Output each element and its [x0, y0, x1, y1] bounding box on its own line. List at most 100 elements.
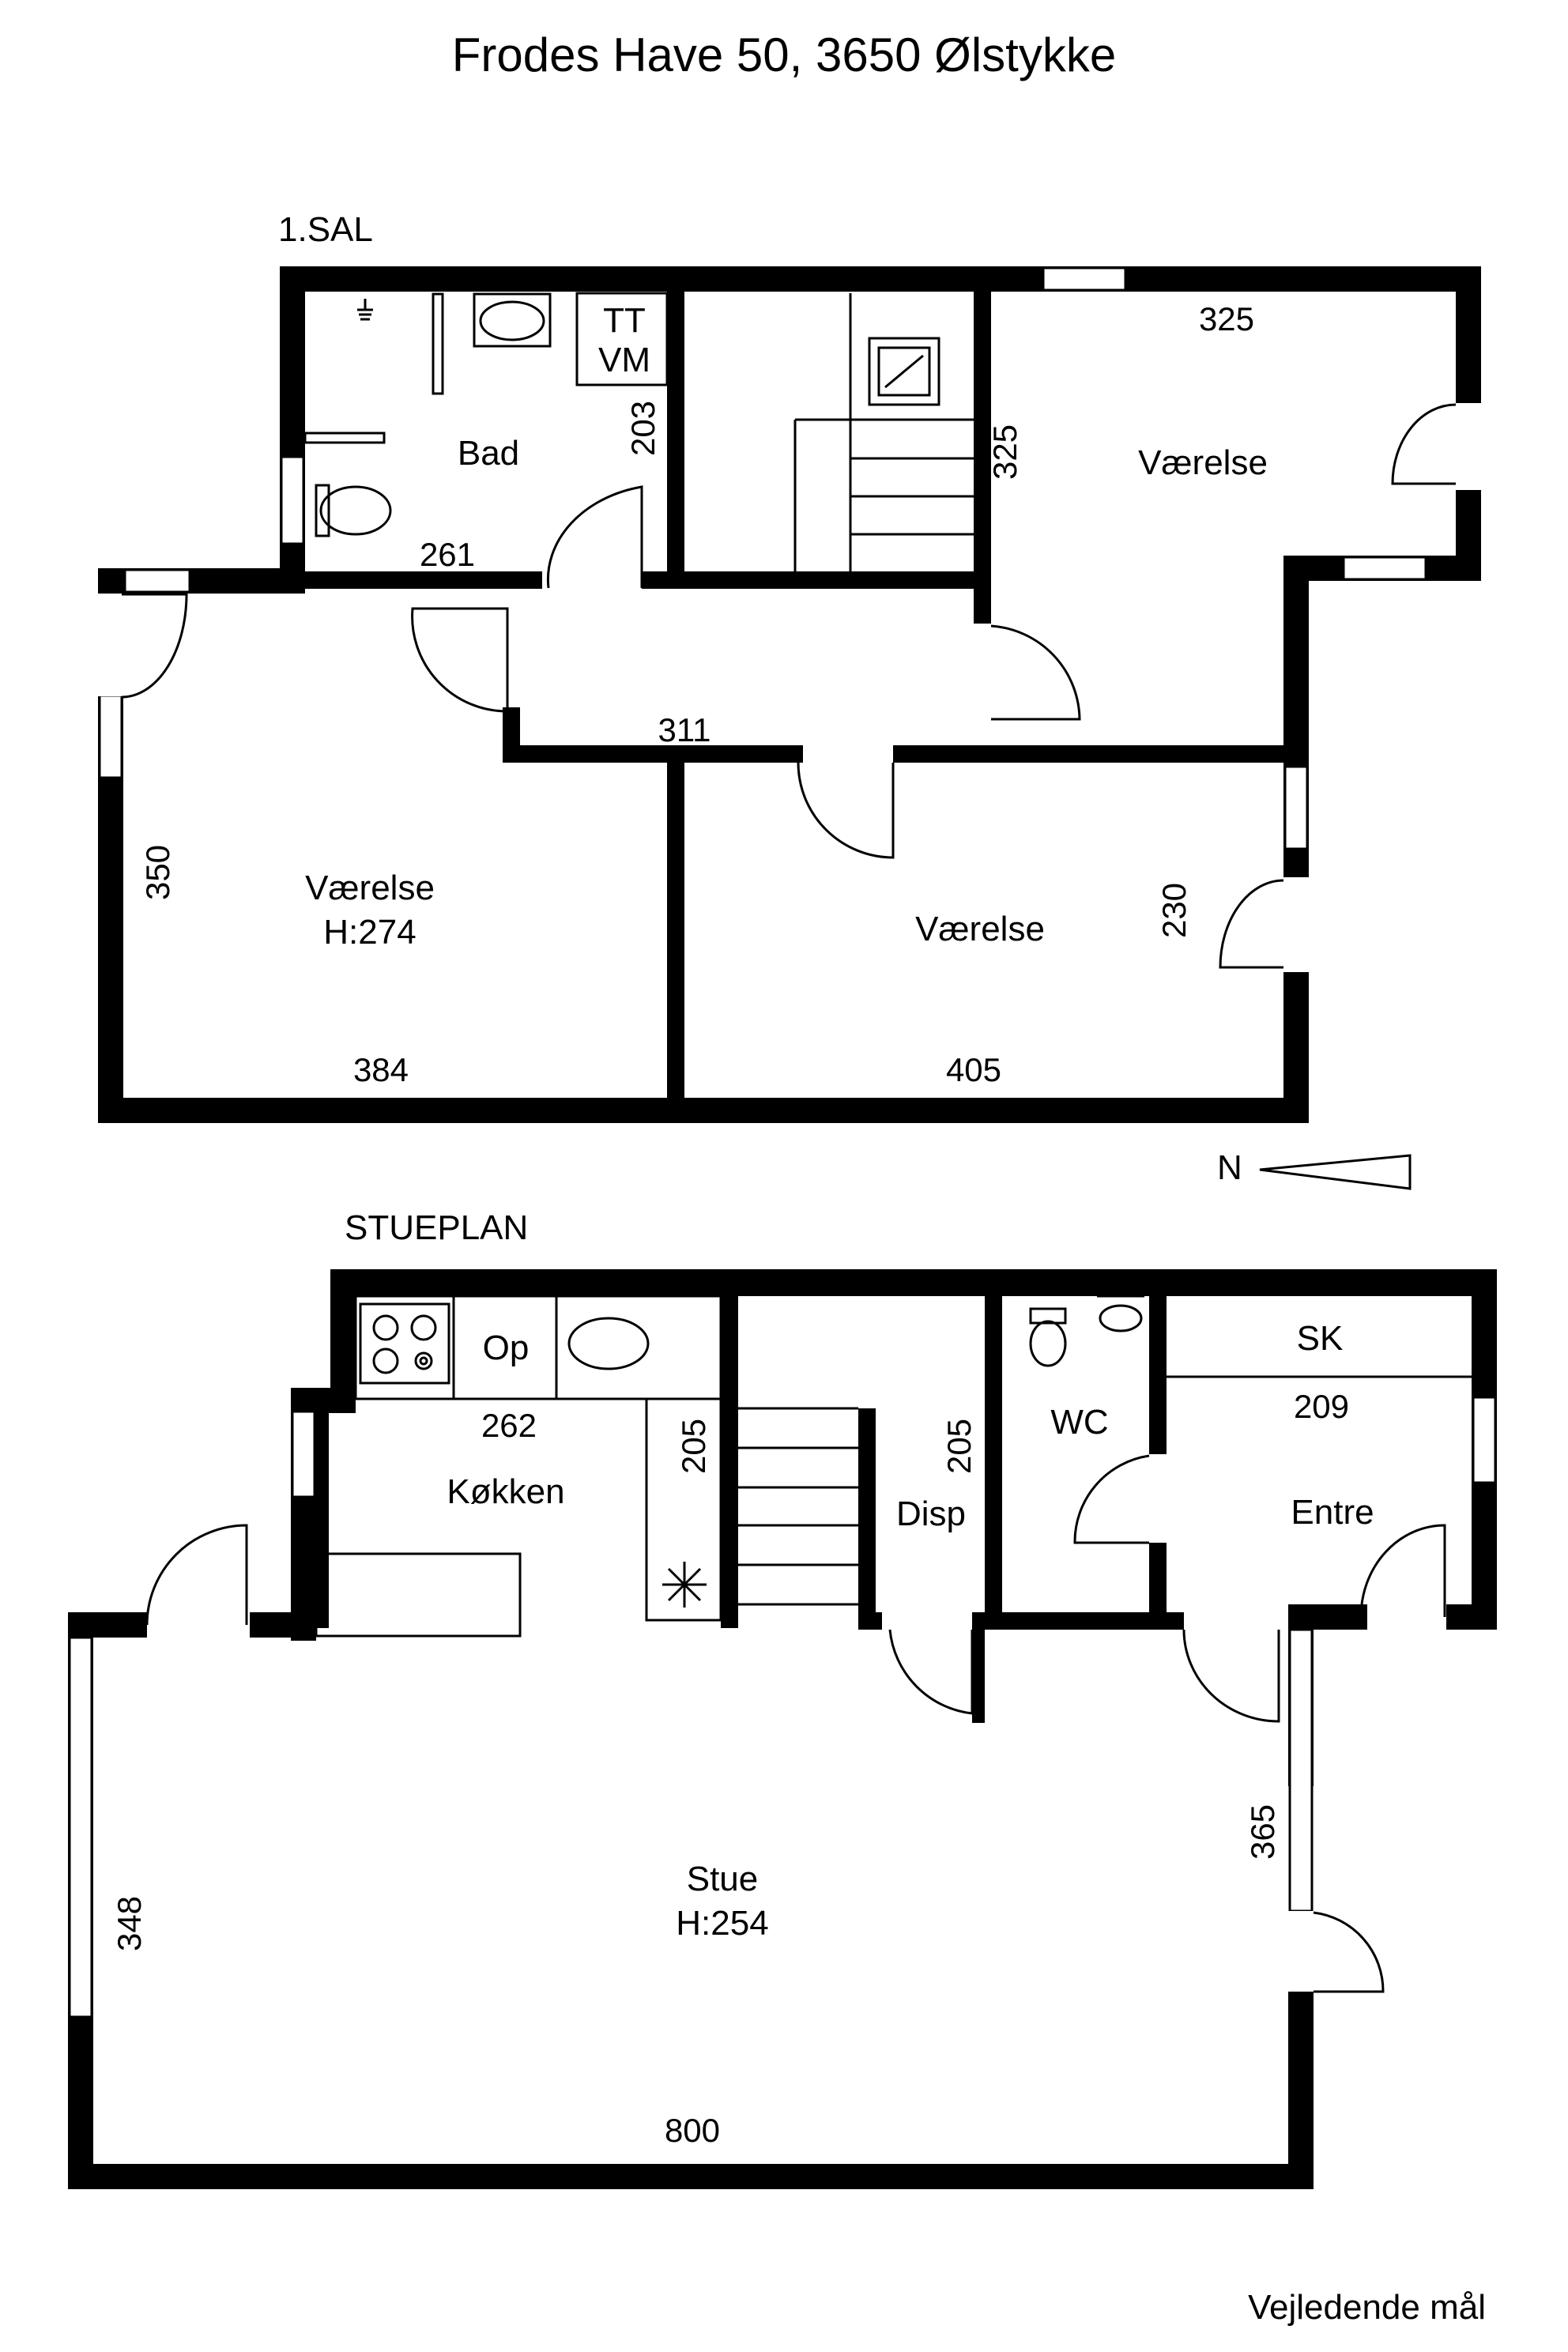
dim-bad-height: 203	[624, 401, 662, 456]
upper-door-bad	[546, 485, 643, 589]
upper-window-bad	[280, 455, 305, 545]
upper-wall-stair-bottom	[642, 571, 974, 589]
kitchen-island	[315, 1552, 522, 1638]
upper-door-gap-left	[98, 594, 123, 696]
ground-wall-kitchen-island-wall	[316, 1391, 329, 1628]
upper-wall-top	[280, 266, 1481, 292]
ground-door-wc	[1073, 1454, 1150, 1544]
shower-screen	[432, 292, 444, 395]
upper-door-stair	[990, 624, 1081, 721]
ground-window-entre	[1472, 1396, 1497, 1484]
bad-sink-icon	[479, 300, 545, 341]
ground-wall-top	[330, 1269, 1497, 1296]
room-label-vaerelse-ne: Værelse	[1138, 443, 1268, 482]
room-label-koekken: Køkken	[447, 1472, 564, 1511]
kitchen-counter-top	[354, 1295, 722, 1400]
dim-hall-width: 311	[658, 711, 711, 748]
ground-wall-kitchen-left	[330, 1269, 356, 1399]
hob-burner-1	[372, 1314, 399, 1341]
kitchen-counter-right	[645, 1397, 722, 1622]
room-label-bad: Bad	[458, 434, 519, 473]
ground-door-entre-right	[1359, 1524, 1446, 1618]
wc-toilet-icon	[1029, 1320, 1067, 1367]
ground-wall-entre-foot-right	[1446, 1604, 1497, 1630]
ground-wall-stue-right-lower	[1288, 1992, 1314, 2189]
upper-level-label: 1.SAL	[278, 210, 373, 249]
north-arrow-icon	[1259, 1154, 1412, 1190]
wc-sink-icon	[1099, 1304, 1143, 1332]
room-label-vaerelse-sw-height: H:274	[323, 913, 416, 952]
upper-wall-stair-right	[974, 292, 991, 624]
hob-burner-4-inner	[419, 1356, 428, 1366]
footnote: Vejledende mål	[1248, 2288, 1486, 2327]
upper-door-gap-ne	[1456, 403, 1481, 490]
room-label-wc: WC	[1050, 1403, 1108, 1442]
dim-stue-right: 365	[1244, 1804, 1281, 1860]
room-label-vaerelse-se: Værelse	[915, 910, 1045, 948]
ground-floor: STUEPLAN	[68, 1208, 1497, 2189]
upper-door-ne	[1391, 403, 1457, 485]
upper-wall-hall-left	[503, 707, 520, 763]
upper-door-exterior-left	[121, 593, 188, 699]
ground-wall-entre-foot	[1288, 1604, 1367, 1630]
upper-door-gap-se	[1283, 877, 1309, 972]
room-label-stue: Stue	[687, 1860, 759, 1898]
upper-window-ne-bottom	[1342, 556, 1427, 581]
ground-wall-kitchen-foot	[250, 1612, 316, 1638]
dim-koekken-width: 262	[481, 1407, 537, 1444]
dim-sw-height: 350	[139, 845, 176, 900]
ground-door-stue-right	[1313, 1911, 1385, 1993]
room-label-stue-height: H:254	[676, 1904, 768, 1943]
north-arrow: N	[1217, 1148, 1412, 1190]
room-label-disp: Disp	[896, 1494, 966, 1533]
upper-skylight-glass	[877, 346, 931, 397]
wc-toilet-tank	[1029, 1307, 1067, 1325]
hob-burner-2	[410, 1314, 437, 1341]
upper-wall-mid	[667, 745, 684, 1106]
dim-ne-width: 325	[1199, 300, 1254, 337]
ground-wall-wc-right	[1149, 1296, 1167, 1454]
ground-window-stue-right	[1288, 1628, 1314, 1913]
ground-wall-disp-stub	[972, 1612, 985, 1723]
upper-window-se	[1283, 765, 1309, 850]
dim-stue-width: 800	[665, 2112, 720, 2149]
upper-wall-bottom	[98, 1098, 1309, 1123]
upper-wall-hall-bottom-right	[893, 745, 1301, 763]
upper-door-se-exterior	[1219, 879, 1284, 969]
dim-disp-height: 205	[940, 1419, 978, 1474]
toilet-icon	[319, 485, 392, 536]
ground-wall-disp-bottom	[858, 1612, 882, 1630]
dim-se-height: 230	[1155, 883, 1193, 938]
ground-wall-disp-left	[858, 1408, 876, 1630]
bad-towel-rail	[303, 432, 386, 444]
ground-door-disp	[888, 1629, 974, 1715]
shower-icon	[357, 299, 373, 321]
north-label: N	[1217, 1148, 1242, 1187]
dim-bad-width: 261	[420, 536, 475, 573]
ground-wall-disp-right	[985, 1296, 1002, 1628]
upper-wall-bad-bottom	[305, 571, 542, 589]
ground-wall-stue-bottom	[68, 2164, 1314, 2189]
hob-burner-3	[372, 1348, 399, 1374]
room-label-vaerelse-sw: Værelse	[305, 869, 435, 907]
ground-wall-wc-bottom	[1002, 1612, 1167, 1630]
dim-sw-width: 384	[353, 1051, 409, 1088]
label-sk: SK	[1297, 1319, 1344, 1358]
ground-stair	[738, 1407, 858, 1606]
hob-icon	[359, 1302, 450, 1385]
hob-burner-4	[414, 1351, 433, 1370]
label-tt: TT	[603, 301, 646, 340]
upper-window-stepwall	[123, 568, 191, 594]
toilet-tank	[315, 484, 330, 537]
ventilation-icon	[662, 1562, 707, 1608]
upper-window-left	[98, 694, 123, 779]
upper-door-sw	[411, 607, 509, 713]
upper-wall-bad-right	[667, 292, 684, 586]
upper-stair	[793, 293, 974, 571]
upper-door-se	[797, 762, 895, 859]
ground-door-stue-left	[145, 1524, 248, 1626]
dim-stue-left: 348	[111, 1896, 148, 1951]
ground-level-label: STUEPLAN	[345, 1208, 528, 1247]
dim-stair-height: 325	[986, 424, 1023, 480]
